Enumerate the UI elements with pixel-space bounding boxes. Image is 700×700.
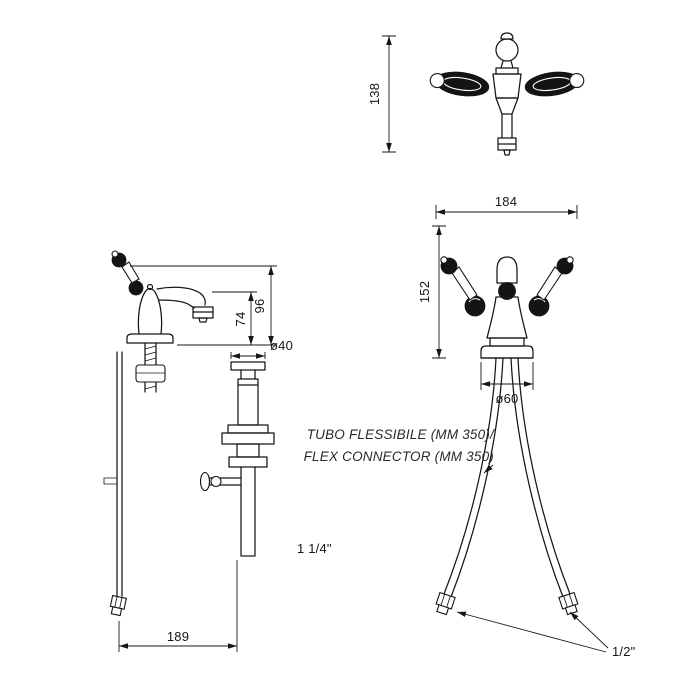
- popup-rod-knob: [199, 471, 211, 492]
- handle-end-ball: [569, 72, 585, 89]
- left-lever: [451, 266, 478, 301]
- dimension-label-half-inch: 1/2": [612, 644, 636, 659]
- base-flange: [480, 345, 534, 359]
- leader-right: [569, 611, 609, 649]
- handle-end-ball: [429, 72, 445, 89]
- cartridge-dome: [496, 256, 518, 284]
- drain-ring-upper: [227, 424, 269, 434]
- head-body: [492, 73, 522, 99]
- dimension-189: 189: [118, 560, 238, 652]
- leader-left: [456, 611, 607, 653]
- dimension-label-152: 152: [417, 281, 432, 303]
- faucet-body-profile: [126, 287, 174, 344]
- flex-tube-left: [443, 357, 504, 598]
- dimension-label-184: 184: [495, 194, 517, 209]
- mounting-washer: [135, 364, 166, 383]
- dimension-label-138: 138: [367, 83, 382, 105]
- drain-plug: [230, 361, 266, 371]
- spout-aerator: [192, 306, 214, 319]
- dimension-connector-thread: 1/2": [456, 611, 636, 659]
- extension-ticks: [230, 352, 266, 359]
- view-front: 184 152 ø60: [417, 194, 636, 659]
- spout-profile: [156, 286, 206, 309]
- dimension-label-drain-thread: 1 1/4": [297, 541, 332, 556]
- spout-taper: [495, 97, 519, 115]
- drain-ring-lower: [228, 456, 268, 468]
- dimension-label-o40: ø40: [270, 338, 293, 353]
- note-line-italian: TUBO FLESSIBILE (MM 350)/: [307, 427, 495, 442]
- fitting-tip: [110, 606, 123, 617]
- aerator-tip: [503, 149, 511, 156]
- left-connector-nut: [435, 591, 456, 616]
- view-handles-front: 138: [367, 32, 585, 156]
- stud-threads: [144, 345, 157, 390]
- handle-collar: [495, 67, 519, 75]
- spout-tube: [501, 113, 513, 139]
- flex-tube-right: [510, 357, 571, 598]
- left-handle: [429, 71, 490, 97]
- spout-aerator-tip: [198, 317, 208, 323]
- right-joint-highlight: [533, 298, 546, 303]
- dimension-label-74: 74: [233, 312, 248, 327]
- right-handle: [524, 71, 585, 97]
- nut-hatch: [563, 593, 574, 608]
- faucet-body: [486, 296, 528, 339]
- dimension-138: 138: [367, 35, 396, 153]
- note-leader: [483, 464, 494, 474]
- nut-tip: [436, 604, 450, 616]
- finial: [495, 38, 519, 62]
- right-lever-cap: [566, 256, 574, 264]
- popup-rod-ball: [210, 475, 222, 488]
- nut-hatch: [440, 593, 451, 608]
- note-line-english: FLEX CONNECTOR (MM 350): [304, 449, 494, 464]
- fitting-hatch: [114, 596, 123, 609]
- dimension-drain-diameter: ø40: [230, 338, 293, 359]
- dimension-label-96: 96: [252, 299, 267, 314]
- side-lever-cap: [111, 250, 119, 258]
- rod-linkage-tick: [103, 477, 118, 485]
- extension-lines: [480, 362, 534, 390]
- side-lever: [121, 261, 140, 284]
- left-joint-highlight: [468, 298, 481, 303]
- dimension-label-o60: ø60: [495, 391, 518, 406]
- drain-flange: [221, 432, 275, 445]
- base-upper: [489, 337, 525, 347]
- view-side: 96 74 ø40: [103, 250, 332, 652]
- dimension-96: 96: [130, 265, 277, 346]
- drain-mid-body: [236, 443, 260, 458]
- drain-tailpipe: [240, 466, 256, 557]
- aerator: [497, 137, 517, 151]
- right-connector-nut: [558, 591, 579, 616]
- dimension-152: 152: [417, 225, 446, 359]
- finial-cap: [500, 32, 514, 40]
- dimension-74: 74: [212, 291, 257, 345]
- right-lever: [536, 266, 563, 301]
- drain-upper-body: [237, 378, 259, 426]
- dimension-base-diameter: ø60: [480, 362, 534, 406]
- body-top-cap: [146, 283, 154, 291]
- hose-fitting: [109, 594, 127, 617]
- dimension-label-189: 189: [167, 629, 189, 644]
- drain-plug-stem: [240, 369, 256, 380]
- left-lever-cap: [440, 256, 448, 264]
- cartridge-knob: [498, 282, 516, 300]
- supply-hose: [116, 351, 123, 597]
- side-lever-joint: [128, 280, 144, 296]
- flex-connector-note: TUBO FLESSIBILE (MM 350)/ FLEX CONNECTOR…: [304, 427, 495, 474]
- dimension-184: 184: [435, 194, 578, 219]
- finial-neck: [500, 60, 514, 69]
